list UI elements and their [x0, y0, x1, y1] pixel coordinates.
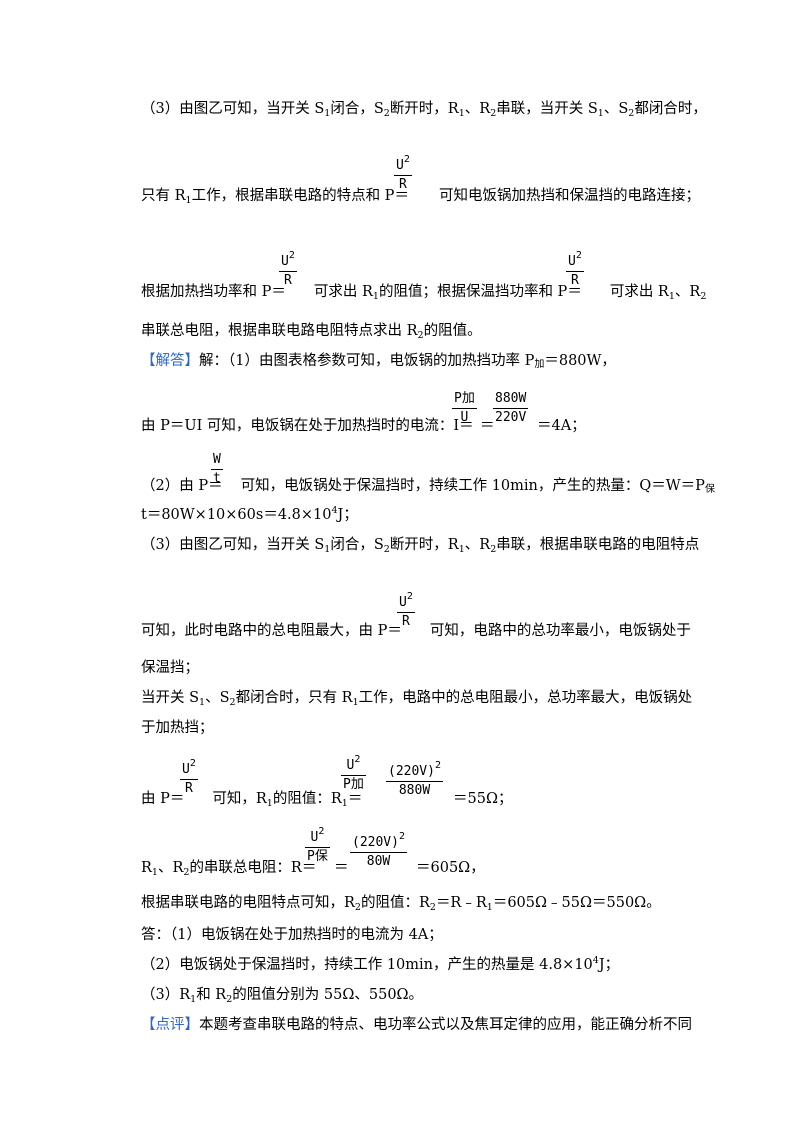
- answer-header-line: 【解答】解：（1）由图表格参数可知，电饭锅的加热挡功率 P加＝880W，: [141, 353, 616, 370]
- para-line-4: 串联总电阻，根据串联电路电阻特点求出 R2的阻值。: [141, 323, 482, 341]
- para-line-12: 当开关 S1、S2都闭合时，只有 R1工作，电路中的总电阻最小，总功率最大，电饭…: [141, 690, 693, 708]
- para-line-3: 根据加热挡功率和 P＝可求出 R1的阻值；根据保温挡功率和 P＝可求出 R1、R…: [141, 284, 707, 302]
- comment-line: 【点评】本题考查串联电路的特点、电功率公式以及焦耳定律的应用，能正确分析不同: [141, 1017, 692, 1033]
- para-line-15-end: ＝605Ω，: [416, 860, 485, 876]
- comment-tag: 【点评】: [141, 1017, 199, 1033]
- para-line-13: 于加热挡；: [141, 720, 214, 736]
- para-line-10: 可知，此时电路中的总电阻最大，由 P＝可知，电路中的总功率最小，电饭锅处于: [141, 623, 691, 639]
- answer-tag: 【解答】: [141, 353, 199, 369]
- para-line-14-end: ＝55Ω；: [453, 791, 513, 807]
- para-line-11: 保温挡；: [141, 660, 199, 676]
- para-line-16: 根据串联电路的电阻特点可知，R2的阻值：R2＝R﹣R1＝605Ω﹣55Ω＝550…: [141, 895, 661, 913]
- para-line-8: t＝80W×10×60s＝4.8×104J；: [141, 505, 358, 523]
- para-line-6-end: ＝4A；: [537, 418, 586, 434]
- answer-line-3: （3）R1和 R2的阻值分别为 55Ω、550Ω。: [141, 987, 424, 1005]
- answer-line-1: 答：（1）电饭锅在处于加热挡时的电流为 4A；: [141, 927, 443, 943]
- equals-sign: ＝: [480, 418, 495, 434]
- para-line-9: （3）由图乙可知，当开关 S1闭合，S2断开时，R1、R2串联，根据串联电路的电…: [141, 537, 700, 555]
- para-line-15: R1、R2的串联总电阻：R＝: [141, 860, 317, 878]
- answer-line-2: （2）电饭锅处于保温挡时，持续工作 10min，产生的热量是 4.8×104J；: [141, 955, 620, 973]
- para-line-14: 由 P＝可知，R1的阻值：R1＝: [141, 791, 363, 809]
- para-line-6: 由 P＝UI 可知，电饭锅在处于加热挡时的电流：I＝: [141, 418, 474, 434]
- para-line-1: （3）由图乙可知，当开关 S1闭合，S2断开时，R1、R2串联，当开关 S1、S…: [141, 101, 707, 119]
- equals-sign: ＝: [334, 860, 349, 876]
- para-line-2: 只有 R1工作，根据串联电路的特点和 P＝可知电饭锅加热挡和保温挡的电路连接；: [141, 188, 700, 206]
- para-line-7: （2）由 P＝可知，电饭锅处于保温挡时，持续工作 10min，产生的热量：Q＝W…: [141, 478, 715, 495]
